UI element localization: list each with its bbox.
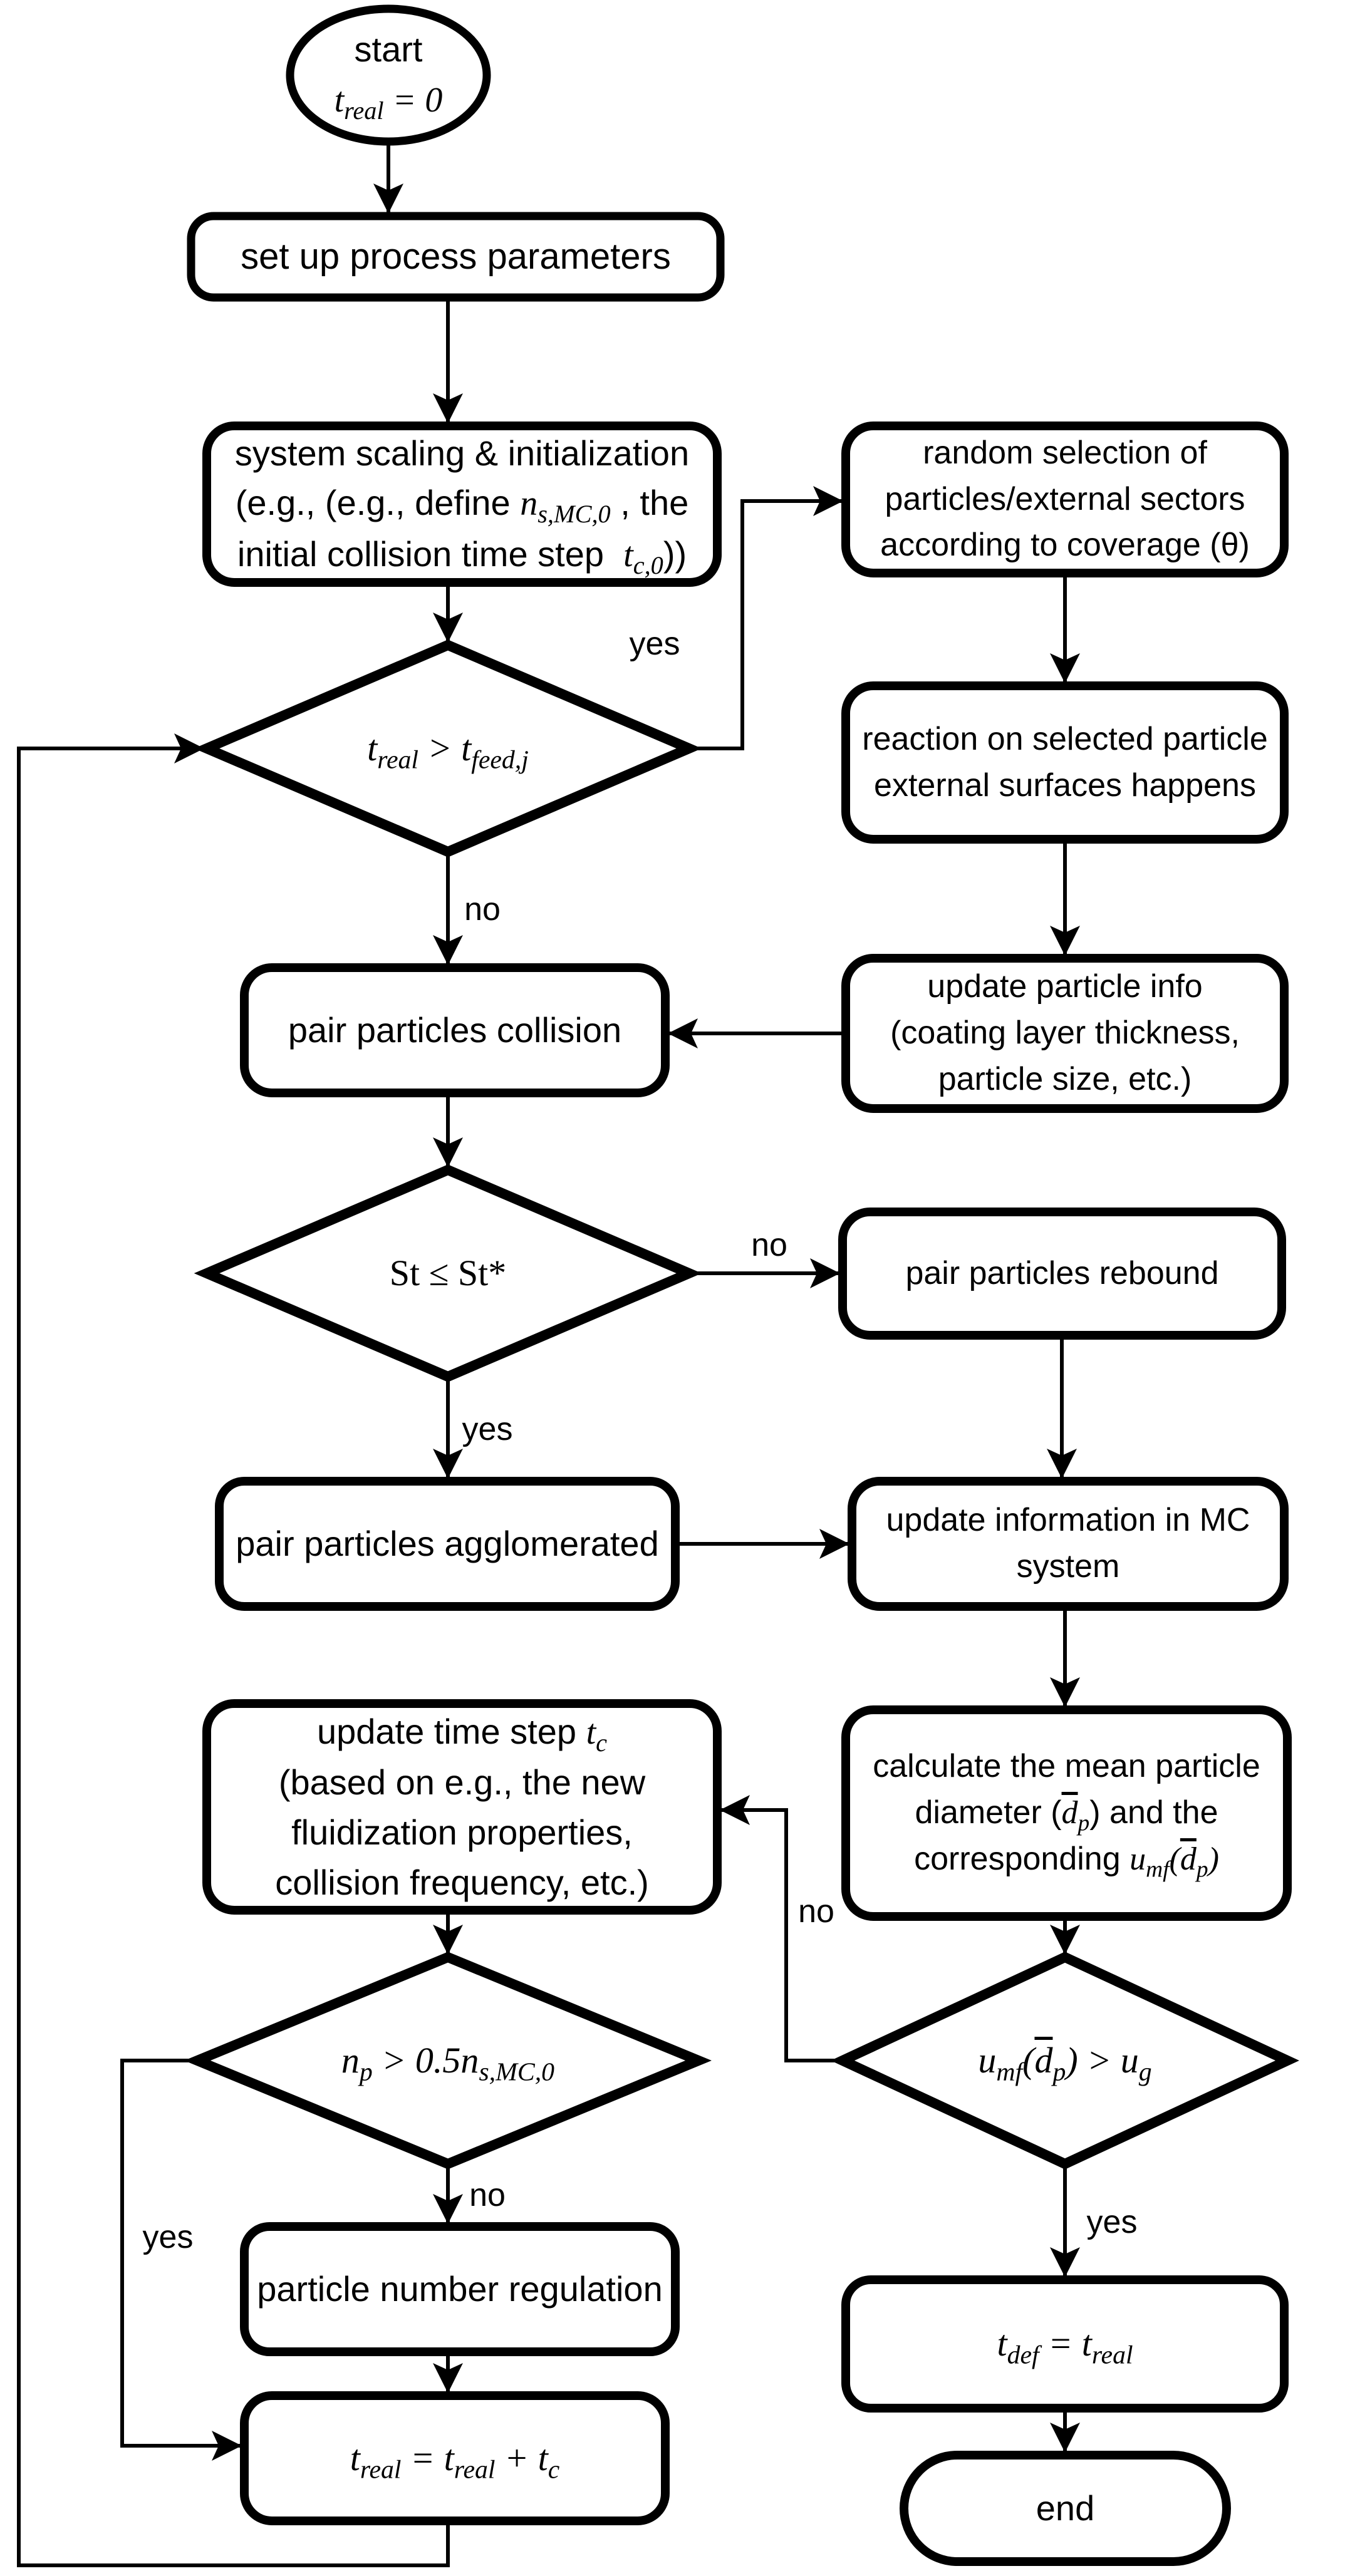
node-stokes-decision-shape [194, 1164, 702, 1382]
node-rebound-shape [838, 1208, 1286, 1340]
node-np-decision-shape [184, 1952, 712, 2170]
branch-label-umf-no: no [798, 1893, 834, 1930]
branch-label-feed-yes: yes [629, 626, 680, 662]
node-agglomerated-label: pair particles agglomerated [236, 1524, 659, 1564]
node-np-decision-label: np > 0.5ns,MC,0 [341, 2039, 555, 2087]
node-end-shape [900, 2451, 1231, 2566]
node-treal-update-shape [240, 2391, 670, 2525]
node-setup-label: set up process parameters [241, 235, 671, 277]
edge-feed-yes-to-random [689, 486, 843, 750]
node-start-label: start treal = 0 [334, 29, 443, 125]
node-agglomerated-shape [215, 1477, 680, 1611]
node-umf-decision-label: umf(dp) > ug [978, 2039, 1152, 2087]
node-collision-label: pair particles collision [288, 1010, 622, 1050]
node-collision-shape [240, 963, 670, 1097]
node-tdef-label: tdef = treal [997, 2323, 1133, 2370]
node-init-shape [202, 422, 722, 587]
edge-treal-loop-to-feed [17, 733, 450, 2567]
node-update-particle-info-shape [841, 954, 1289, 1113]
node-stokes-decision-label: St ≤ St* [389, 1252, 507, 1293]
node-treal-update-label: treal = treal + tc [350, 2437, 560, 2485]
edge-umf-no-to-updatetime [720, 1795, 843, 2062]
node-update-time-step-shape [202, 1699, 722, 1915]
branch-label-stokes-no: no [751, 1227, 787, 1263]
node-tdef-shape [841, 2275, 1289, 2413]
node-setup-shape [187, 212, 725, 302]
node-update-mc-label: update information in MC system [886, 1502, 1250, 1585]
branch-label-np-no: no [469, 2177, 506, 2213]
node-umf-decision-shape [831, 1952, 1299, 2170]
node-rebound-label: pair particles rebound [905, 1254, 1219, 1291]
branch-label-feed-no: no [464, 891, 501, 928]
node-calc-diameter-shape [841, 1705, 1292, 1921]
node-random-selection-label: random selection of particles/external s… [880, 434, 1250, 564]
node-start-shape [286, 4, 491, 146]
branch-label-umf-yes: yes [1086, 2204, 1138, 2240]
node-update-time-step-label: update time step tc (based on e.g., the … [275, 1711, 649, 1902]
node-reaction-shape [841, 681, 1289, 844]
branch-label-np-yes: yes [142, 2219, 194, 2255]
node-end-label: end [1036, 2488, 1095, 2528]
node-reaction-label: reaction on selected particle external s… [862, 720, 1268, 804]
node-random-selection-shape [841, 422, 1289, 577]
node-update-particle-info-label: update particle info (coating layer thic… [890, 968, 1240, 1097]
edge-np-yes-to-treal [120, 2059, 242, 2461]
node-update-mc-shape [848, 1477, 1289, 1611]
node-regulation-label: particle number regulation [257, 2269, 663, 2309]
node-feed-decision-label: treal > tfeed,j [367, 727, 529, 775]
node-init-label: system scaling & initialization (e.g., (… [234, 433, 690, 579]
node-regulation-shape [240, 2222, 680, 2356]
node-feed-decision-shape [194, 639, 702, 857]
node-calc-diameter-label: calculate the mean particle diameter (dp… [873, 1748, 1260, 1883]
branch-label-stokes-yes: yes [462, 1411, 513, 1447]
